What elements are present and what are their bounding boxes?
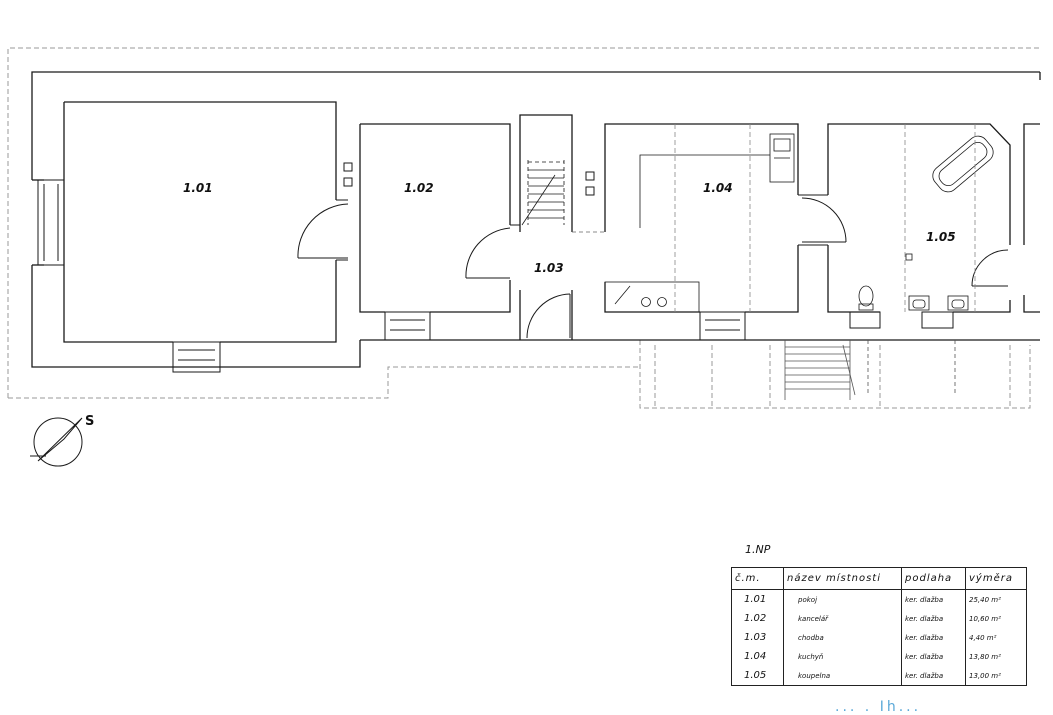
cell-area: 25,40 m² (965, 589, 1027, 609)
window-left (37, 179, 65, 266)
cell-room-number: 1.04 (731, 647, 784, 666)
kitchen-fixtures (604, 133, 795, 313)
cell-room-number: 1.01 (731, 589, 784, 609)
header-room-name: název místnosti (783, 567, 902, 590)
cell-room-name: kuchyň (783, 647, 902, 666)
room-1-01 (63, 101, 337, 373)
watermark: ... . Ih... (835, 699, 922, 715)
room-schedule-table: č.m. název místnosti podlaha výměra 1.01… (731, 567, 1027, 686)
table-row: 1.03 chodba ker. dlažba 4,40 m² (731, 628, 1027, 647)
compass-label: S (85, 414, 94, 429)
cell-area: 4,40 m² (965, 628, 1027, 647)
sockets-1-04 (585, 171, 595, 196)
cell-floor: ker. dlažba (901, 609, 966, 628)
ceiling-lines-1-04 (674, 124, 751, 312)
room-label-1-02: 1.02 (404, 181, 434, 195)
room-label-1-05: 1.05 (926, 230, 956, 244)
table-row: 1.01 pokoj ker. dlažba 25,40 m² (731, 589, 1027, 609)
table-row: 1.02 kancelář ker. dlažba 10,60 m² (731, 609, 1027, 628)
cell-room-name: chodba (783, 628, 902, 647)
door-1-02 (465, 224, 520, 279)
bathroom-fixtures (858, 135, 994, 311)
table-header-row: č.m. název místnosti podlaha výměra (731, 567, 1027, 590)
room-1-05 (827, 123, 1011, 329)
cell-room-name: koupelna (783, 666, 902, 686)
ceiling-lines-1-05 (904, 124, 976, 312)
cell-area: 10,60 m² (965, 609, 1027, 628)
cell-area: 13,80 m² (965, 647, 1027, 666)
room-label-1-03: 1.03 (534, 261, 564, 275)
cell-room-name: kancelář (783, 609, 902, 628)
stairs-1-03 (521, 160, 565, 226)
floor-title: 1.NP (745, 543, 771, 556)
cell-room-number: 1.02 (731, 609, 784, 628)
right-wall-fragment (1023, 123, 1040, 313)
cell-room-number: 1.05 (731, 666, 784, 686)
header-room-number: č.m. (731, 567, 784, 590)
table-row: 1.05 koupelna ker. dlažba 13,00 m² (731, 666, 1027, 686)
cell-floor: ker. dlažba (901, 647, 966, 666)
room-1-04 (604, 123, 799, 341)
exterior-stairs (784, 340, 956, 400)
room-1-03 (519, 114, 573, 340)
cell-floor: ker. dlažba (901, 628, 966, 647)
sockets-1-01 (343, 162, 353, 187)
header-area: výměra (965, 567, 1027, 590)
cell-room-name: pokoj (783, 589, 902, 609)
cell-area: 13,00 m² (965, 666, 1027, 686)
room-label-1-01: 1.01 (183, 181, 213, 195)
cell-room-number: 1.03 (731, 628, 784, 647)
door-1-05-right (971, 249, 1009, 287)
cell-floor: ker. dlažba (901, 589, 966, 609)
site-boundary (7, 47, 1040, 409)
compass-icon (30, 417, 83, 467)
door-1-03 (526, 293, 571, 339)
cell-floor: ker. dlažba (901, 666, 966, 686)
room-1-02 (359, 123, 511, 341)
header-floor: podlaha (901, 567, 966, 590)
door-1-01 (297, 199, 349, 261)
door-1-04-1-05 (798, 194, 847, 246)
room-label-1-04: 1.04 (703, 181, 733, 195)
outer-walls (31, 71, 1041, 368)
table-row: 1.04 kuchyň ker. dlažba 13,80 m² (731, 647, 1027, 666)
